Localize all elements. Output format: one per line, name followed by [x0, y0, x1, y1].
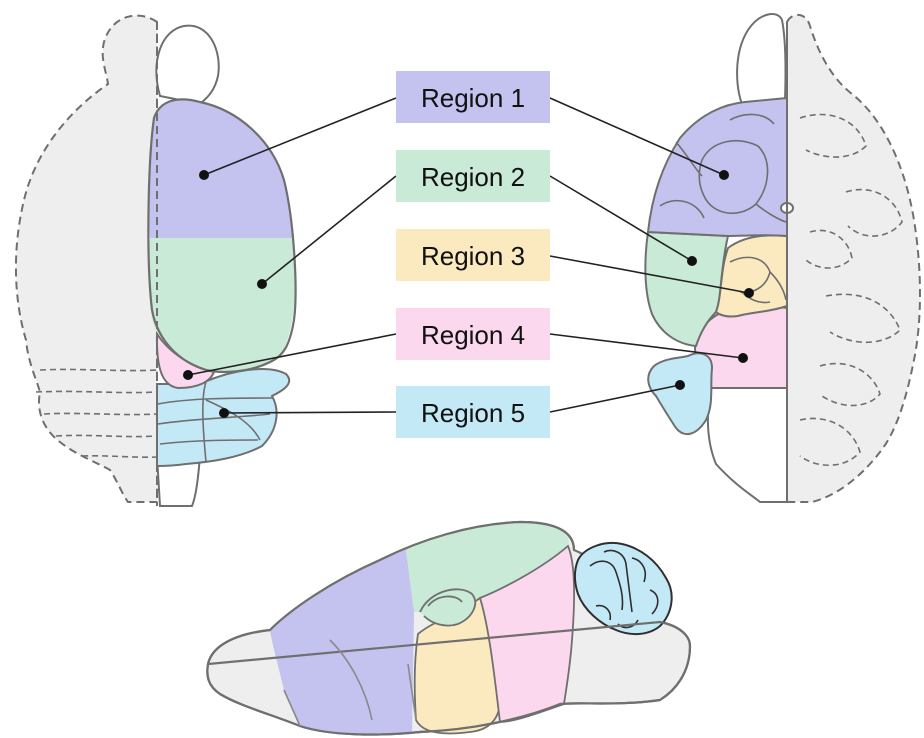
region-label-5-text: Region 5: [421, 398, 525, 428]
marker-region4-dorsal: [183, 370, 193, 380]
region-label-5: Region 5: [396, 386, 550, 438]
marker-region3-ventral: [744, 288, 754, 298]
leader-line-region5-left: [224, 412, 396, 413]
region-label-3: Region 3: [396, 229, 550, 281]
region-label-1-text: Region 1: [421, 83, 525, 113]
marker-region4-ventral: [738, 353, 748, 363]
marker-region2-ventral: [687, 256, 697, 266]
region-label-1: Region 1: [396, 71, 550, 123]
region-labels: Region 1 Region 2 Region 3 Region 4 Regi…: [396, 71, 550, 438]
region-label-2-text: Region 2: [421, 162, 525, 192]
olfactory-bulb-right: [156, 26, 218, 104]
ventral-region1: [648, 98, 787, 236]
sagittal-brain-view: [207, 522, 690, 735]
olfactory-bulb-left: [737, 14, 785, 112]
region-label-4: Region 4: [396, 308, 550, 360]
marker-region1-dorsal: [199, 170, 209, 180]
dorsal-brain-view: [16, 16, 296, 506]
dorsal-left-hemisphere-dashed: [16, 16, 157, 502]
marker-region5-ventral: [675, 380, 685, 390]
region-label-4-text: Region 4: [421, 320, 525, 350]
ventral-region5: [648, 353, 712, 434]
marker-region2-dorsal: [257, 279, 267, 289]
region-label-2: Region 2: [396, 150, 550, 202]
marker-region1-ventral: [719, 170, 729, 180]
ventral-right-hemisphere-dashed: [787, 15, 920, 502]
region-label-3-text: Region 3: [421, 241, 525, 271]
ventral-brainstem: [708, 386, 787, 502]
marker-region5-dorsal: [219, 408, 229, 418]
